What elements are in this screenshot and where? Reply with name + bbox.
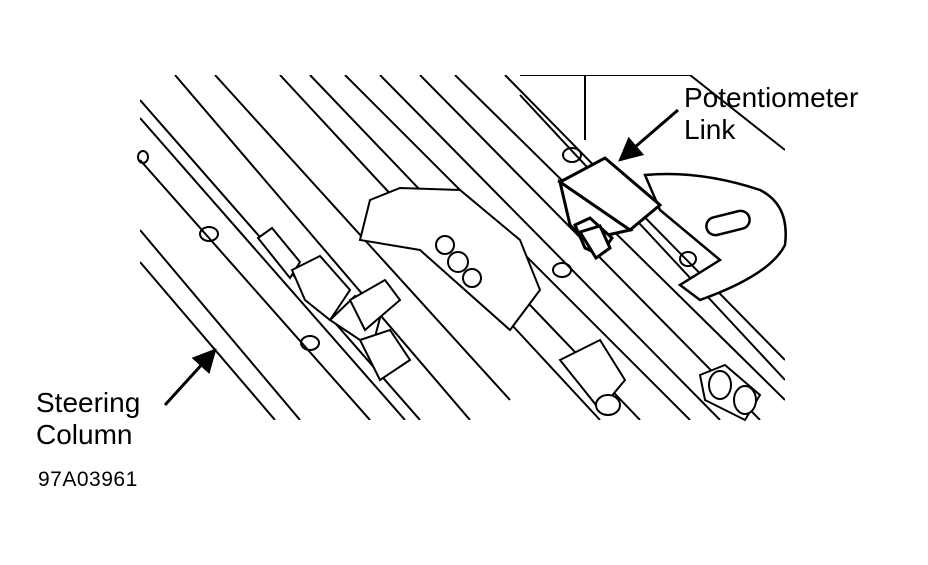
potentiometer-link-part (557, 156, 663, 261)
steering-column-arrow (163, 348, 217, 407)
figure-id: 97A03961 (38, 468, 138, 491)
shaft-couplings (256, 186, 762, 422)
steering-column-label: Steering Column (36, 387, 141, 450)
mounting-holes (137, 147, 697, 351)
potentiometer-arrow (618, 108, 679, 162)
potentiometer-bracket (643, 172, 787, 302)
callout-arrows (163, 108, 679, 407)
potentiometer-link-label: Potentiometer Link (684, 82, 859, 145)
